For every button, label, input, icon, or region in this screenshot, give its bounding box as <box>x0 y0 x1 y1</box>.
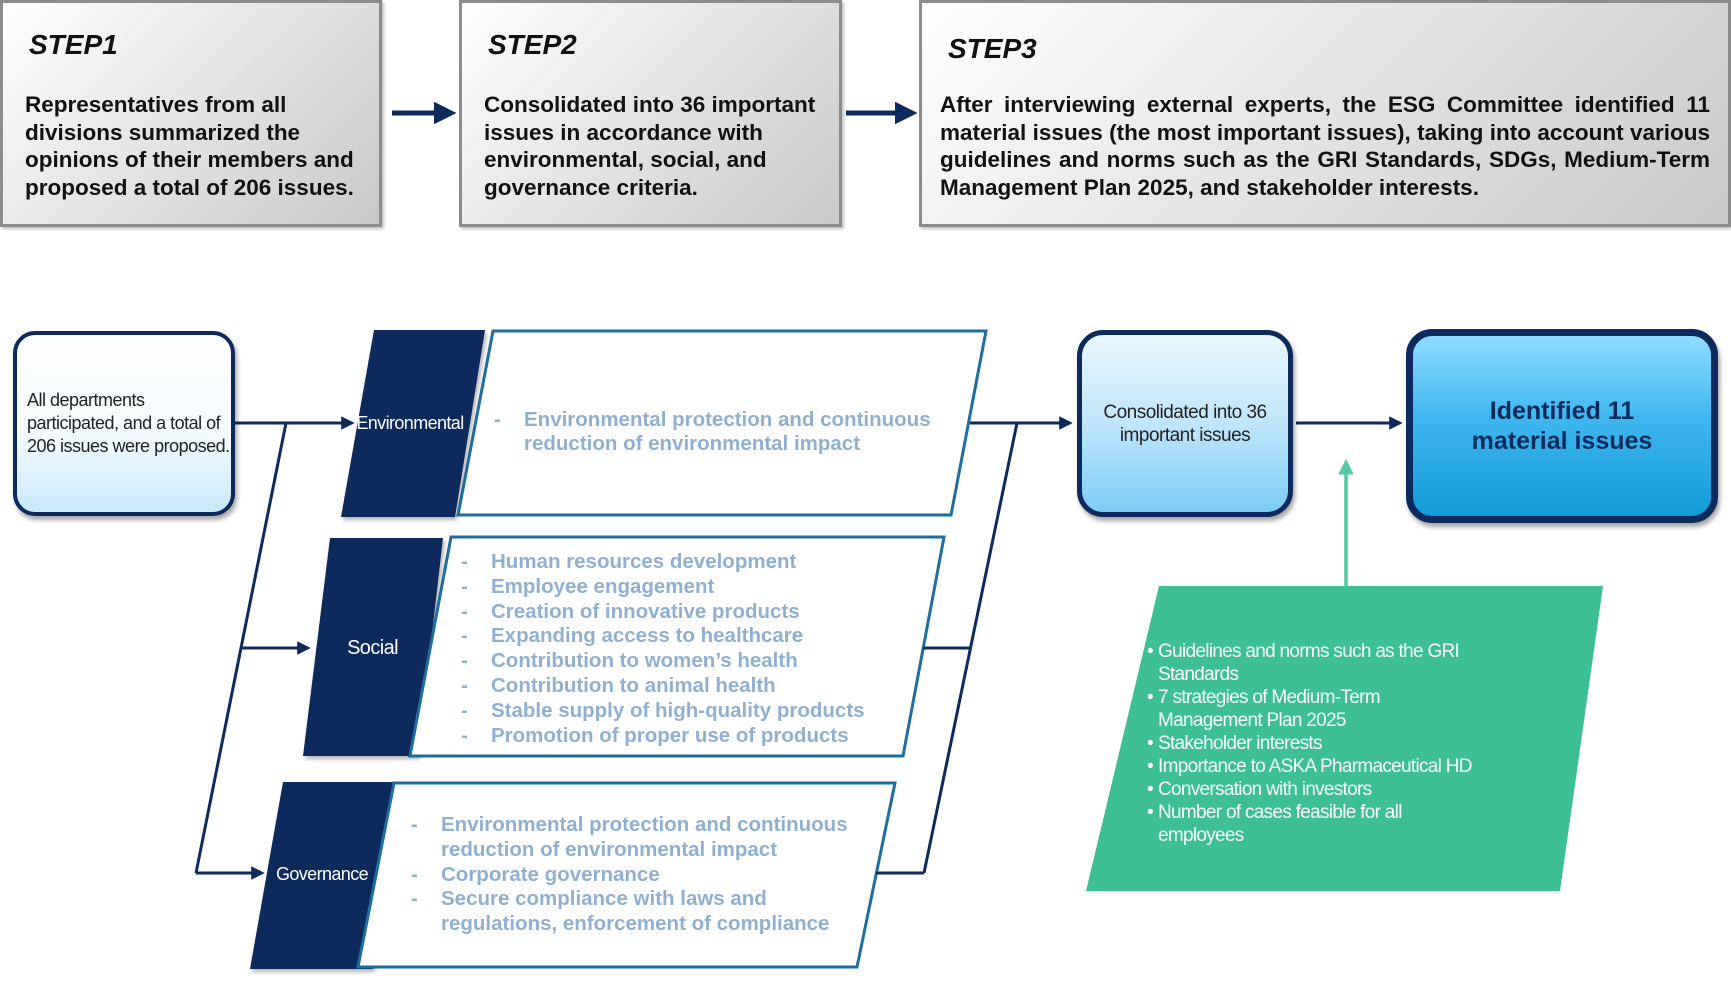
item-text: Creation of innovative products <box>491 599 800 623</box>
merge-connector-line <box>922 422 1019 874</box>
final-box-text: Identified 11 material issues <box>1471 397 1653 455</box>
list-item: -Stable supply of high-quality products <box>461 699 921 724</box>
bullet-dash: - <box>411 813 418 836</box>
list-item: -Contribution to animal health <box>461 674 921 699</box>
bullet-dash: - <box>461 723 468 747</box>
list-item: Stakeholder interests <box>1147 732 1587 755</box>
item-text: Environmental protection and continuous … <box>441 813 848 861</box>
list-item: Conversation with investors <box>1147 778 1587 801</box>
consolidated-box: Consolidated into 36 important issues <box>1077 330 1293 517</box>
item-text: Employee engagement <box>491 574 715 598</box>
list-item: -Expanding access to healthcare <box>461 624 921 649</box>
governance-label-shape <box>250 782 394 969</box>
list-item: -Secure compliance with laws and regulat… <box>411 887 861 937</box>
environmental-items-frame <box>456 329 988 517</box>
item-text: Corporate governance <box>441 862 660 886</box>
source-box: All departments participated, and a tota… <box>13 331 235 516</box>
bullet-dash: - <box>494 408 501 431</box>
item-text: Human resources development <box>491 550 797 573</box>
environmental-label-shape <box>341 330 485 517</box>
item-text: Promotion of proper use of products <box>491 723 849 747</box>
step2-text: Consolidated into 36 important issues in… <box>484 92 816 200</box>
environmental-label: Environmental <box>356 412 464 433</box>
item-text: Stable supply of high-quality products <box>491 698 865 722</box>
list-item: Importance to ASKA Pharmaceutical HD <box>1147 755 1587 778</box>
considerations-list: Guidelines and norms such as the GRI Sta… <box>1147 640 1587 847</box>
list-item: -Corporate governance <box>411 863 861 888</box>
environmental-items-list: -Environmental protection and continuous… <box>494 408 954 455</box>
list-item: -Creation of innovative products <box>461 600 921 625</box>
item-text: Contribution to animal health <box>491 673 776 697</box>
governance-label: Governance <box>275 863 369 884</box>
bullet-dash: - <box>461 574 468 598</box>
bullet-dash: - <box>411 887 418 911</box>
bullet-dash: - <box>461 698 468 722</box>
item-text: Secure compliance with laws and regulati… <box>441 887 830 936</box>
list-item: 7 strategies of Medium-Term Management P… <box>1147 686 1458 732</box>
step3-title: STEP3 <box>948 33 1037 64</box>
bullet-dash: - <box>461 624 468 648</box>
bullet-dash: - <box>461 550 468 573</box>
final-box: Identified 11 material issues <box>1406 329 1718 523</box>
step2-title: STEP2 <box>488 29 577 60</box>
bullet-dash: - <box>411 862 418 886</box>
governance-items-frame <box>356 781 897 969</box>
item-text: Expanding access to healthcare <box>491 624 804 648</box>
bullet-dash: - <box>461 599 468 623</box>
list-item: -Promotion of proper use of products <box>461 724 921 749</box>
step3-text: After interviewing external experts, the… <box>940 92 1710 200</box>
list-item: -Environmental protection and continuous… <box>411 813 861 863</box>
list-item: -Environmental protection and continuous… <box>494 408 954 455</box>
step2-box: STEP2 Consolidated into 36 important iss… <box>459 0 842 227</box>
item-text: Contribution to women’s health <box>491 649 798 673</box>
item-text: Environmental protection and continuous … <box>524 408 931 455</box>
social-items-list: -Human resources development -Employee e… <box>461 550 921 748</box>
social-label-shape <box>303 538 443 756</box>
bullet-dash: - <box>461 649 468 673</box>
list-item: -Employee engagement <box>461 575 921 600</box>
list-item: Guidelines and norms such as the GRI Sta… <box>1147 640 1538 686</box>
list-item: -Contribution to women’s health <box>461 649 921 674</box>
list-item: Number of cases feasible for all employe… <box>1147 801 1478 847</box>
step1-title: STEP1 <box>29 29 118 60</box>
source-box-text: All departments participated, and a tota… <box>27 390 230 456</box>
list-item: -Human resources development <box>461 550 921 575</box>
social-items-frame <box>408 535 946 758</box>
social-label: Social <box>347 636 398 659</box>
step3-box: STEP3 After interviewing external expert… <box>919 0 1731 227</box>
governance-items-list: -Environmental protection and continuous… <box>411 813 861 937</box>
step1-box: STEP1 Representatives from all divisions… <box>0 0 382 227</box>
consolidated-box-text: Consolidated into 36 important issues <box>1103 401 1267 446</box>
step1-text: Representatives from all divisions summa… <box>25 92 354 200</box>
bullet-dash: - <box>461 673 468 697</box>
